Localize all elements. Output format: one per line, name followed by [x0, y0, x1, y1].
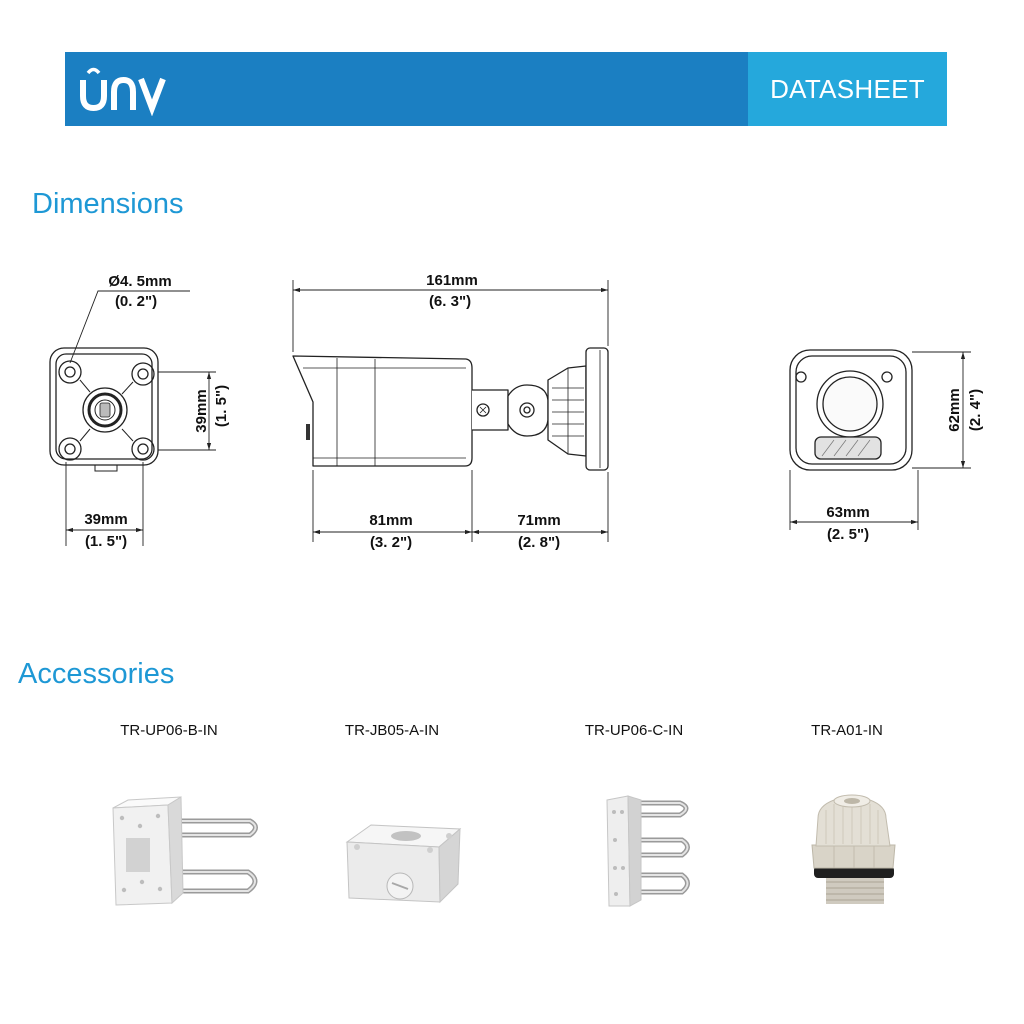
junction-box-icon [345, 824, 462, 904]
back-view-dimensions [65, 290, 216, 546]
dim-label-bracket-length: 71mm [517, 512, 560, 529]
dim-label-hole-diameter: Ø4. 5mm [108, 273, 171, 290]
cable-port [82, 387, 128, 433]
accessory-label-3: TR-UP06-C-IN [584, 722, 684, 739]
dim-label-overall-length-inch: (6. 3") [429, 293, 471, 310]
dimension-drawings: Ø4. 5mm (0. 2") 39mm (1. 5") 39mm (1. 5"… [49, 272, 984, 551]
mounting-holes [58, 360, 155, 461]
accessory-label-4: TR-A01-IN [811, 722, 883, 739]
pole-mount-bracket-icon [112, 796, 258, 906]
ir-window [814, 436, 882, 460]
pole-mount-plate-icon [606, 795, 690, 907]
accessories-heading: Accessories [18, 658, 175, 690]
accessory-label-2: TR-JB05-A-IN [344, 722, 440, 739]
datasheet-badge: DATASHEET [748, 52, 947, 126]
dim-label-back-vertical-inch: (1. 5") [213, 385, 230, 427]
dim-label-overall-length: 161mm [426, 272, 478, 289]
dim-label-body-length-inch: (3. 2") [370, 534, 412, 551]
front-view-drawing [789, 349, 913, 471]
dim-label-bracket-length-inch: (2. 8") [518, 534, 560, 551]
dim-label-body-length: 81mm [369, 512, 412, 529]
lens [816, 370, 884, 438]
mounting-bracket [472, 347, 609, 471]
side-view-drawing [292, 347, 609, 471]
dim-label-front-horizontal-inch: (2. 5") [827, 526, 869, 543]
side-view-dimensions [292, 280, 609, 542]
front-view-dimensions [789, 351, 971, 530]
accessory-images [112, 794, 896, 907]
cable-gland-icon [811, 794, 896, 904]
unv-logo [80, 67, 166, 116]
header-banner: DATASHEET [65, 52, 947, 126]
dim-label-back-horizontal: 39mm [84, 511, 127, 528]
dim-label-back-horizontal-inch: (1. 5") [85, 533, 127, 550]
camera-body [292, 355, 473, 467]
dim-label-front-vertical: 62mm [946, 388, 963, 431]
dim-label-front-vertical-inch: (2. 4") [967, 389, 984, 431]
back-view-drawing [49, 347, 159, 472]
accessory-label-1: TR-UP06-B-IN [120, 722, 218, 739]
dim-label-front-horizontal: 63mm [826, 504, 869, 521]
dim-label-back-vertical: 39mm [193, 389, 210, 432]
dim-label-hole-diameter-inch: (0. 2") [115, 293, 157, 310]
dimensions-heading: Dimensions [32, 188, 184, 220]
